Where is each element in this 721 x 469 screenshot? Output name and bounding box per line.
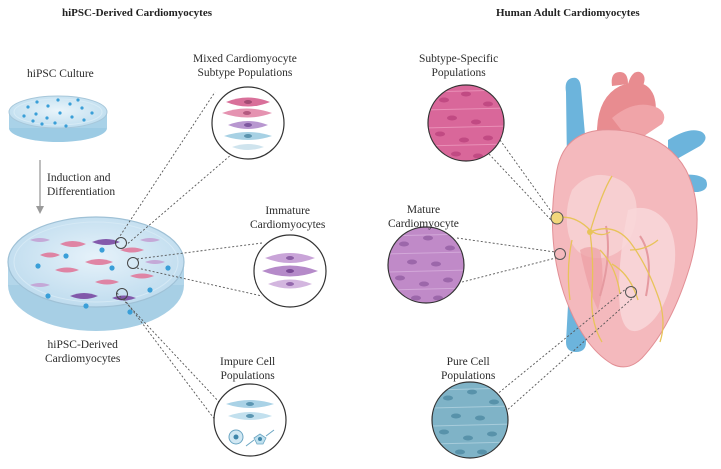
- subtype-line-1: Subtype-Specific: [419, 53, 499, 65]
- mixed-label: Mixed Cardiomyocyte Subtype Populations: [193, 52, 297, 80]
- derived-label: hiPSC-Derived Cardiomyocytes: [45, 338, 120, 366]
- induction-line-1: Induction and: [47, 172, 111, 184]
- impure-circle: [213, 383, 287, 457]
- mixed-line-1: Mixed Cardiomyocyte: [193, 53, 297, 65]
- right-connectors: [456, 139, 636, 413]
- dish-zoom-rings: [115, 237, 139, 300]
- stem-cell-dots: [22, 98, 94, 128]
- hipsc-culture-dish: [8, 95, 108, 142]
- pure-circle: [431, 381, 509, 459]
- immature-circle: [253, 234, 327, 308]
- subtype-line-2: Populations: [431, 67, 486, 79]
- immature-label: Immature Cardiomyocytes: [250, 204, 325, 232]
- heart-zoom-ring-1: [550, 211, 564, 225]
- pure-line-2: Populations: [441, 370, 496, 382]
- left-header: hiPSC-Derived Cardiomyocytes: [62, 7, 213, 19]
- derived-cardiomyocyte-dish: [7, 216, 185, 331]
- derived-line-1: hiPSC-Derived: [47, 339, 118, 351]
- mature-circle: [387, 226, 465, 304]
- culture-label: hiPSC Culture: [27, 68, 94, 80]
- pure-line-1: Pure Cell: [446, 356, 490, 368]
- immature-line-2: Cardiomyocytes: [250, 219, 326, 231]
- induction-arrow: [36, 160, 44, 214]
- mixed-line-2: Subtype Populations: [197, 67, 293, 79]
- subtype-specific-circle: [427, 84, 505, 162]
- conduction-pathway: [555, 175, 664, 343]
- induction-line-2: Differentiation: [47, 186, 116, 198]
- impure-label: Impure Cell Populations: [220, 355, 275, 383]
- left-connectors: [116, 91, 263, 454]
- mixed-subtype-circle: [211, 86, 285, 160]
- pure-label: Pure Cell Populations: [441, 355, 495, 383]
- subtype-label: Subtype-Specific Populations: [419, 52, 498, 80]
- impure-line-2: Populations: [220, 370, 275, 382]
- heart-zoom-ring-3: [625, 286, 637, 298]
- impure-line-1: Impure Cell: [220, 356, 276, 368]
- heart-zoom-ring-2: [554, 248, 566, 260]
- mature-label: Mature Cardiomyocyte: [388, 203, 459, 231]
- mature-line-2: Cardiomyocyte: [388, 218, 459, 230]
- immature-line-1: Immature: [265, 205, 311, 217]
- derived-line-2: Cardiomyocytes: [45, 353, 121, 365]
- right-header: Human Adult Cardiomyocytes: [496, 7, 640, 19]
- induction-label: Induction and Differentiation: [47, 171, 115, 199]
- dish-cells: [30, 238, 171, 315]
- mature-line-1: Mature: [406, 204, 441, 216]
- heart-illustration: [550, 71, 707, 368]
